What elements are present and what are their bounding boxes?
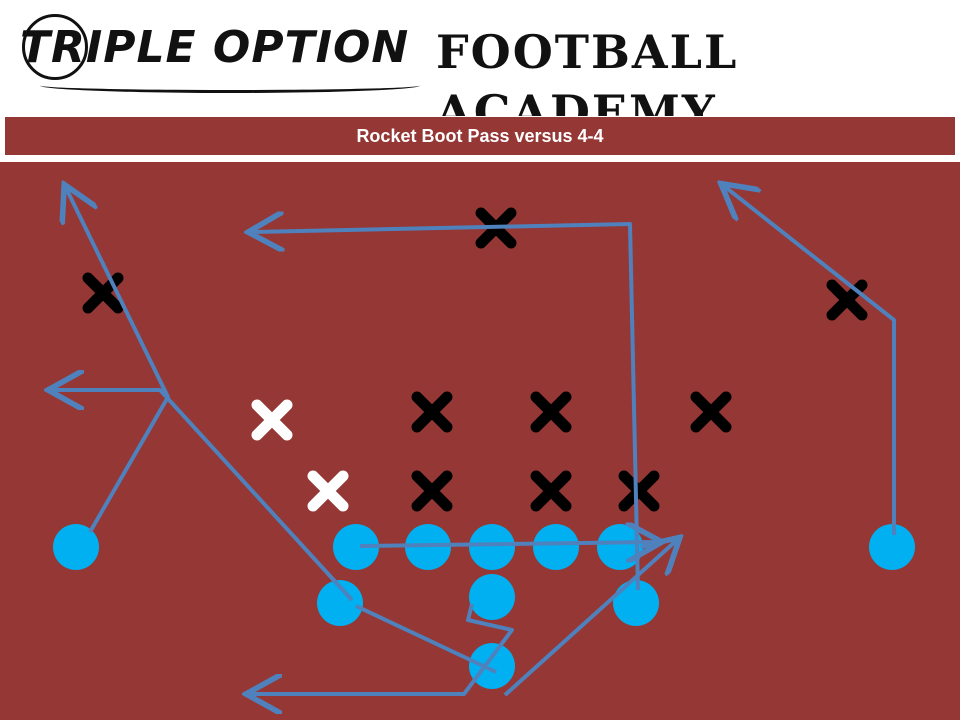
- player-right-guard: [533, 524, 579, 570]
- player-center: [469, 524, 515, 570]
- route-line-slide: [359, 542, 658, 546]
- route-wide-receiver-fade: [724, 186, 896, 535]
- defender-linebacker-1: [411, 391, 453, 433]
- defense: [82, 207, 868, 512]
- defender-linebacker-2: [530, 391, 572, 433]
- route-right-wing-deep-cross: [252, 224, 640, 591]
- play-field: [0, 162, 960, 720]
- routes: [52, 186, 896, 697]
- player-left-wing: [317, 580, 363, 626]
- defender-outside-backer-right: [690, 391, 732, 433]
- defender-tackle-right: [530, 470, 572, 512]
- route-left-wing-flat: [52, 390, 354, 602]
- defender-tackle-left: [411, 470, 453, 512]
- defender-outside-backer-left: [251, 399, 293, 441]
- route-quarterback-fake: [250, 603, 514, 694]
- route-left-wing-block: [355, 604, 497, 674]
- player-left-tackle: [333, 524, 379, 570]
- player-quarterback: [469, 574, 515, 620]
- defender-end-left: [307, 470, 349, 512]
- play-title-bar: Rocket Boot Pass versus 4-4: [4, 116, 956, 156]
- player-right-wing: [613, 580, 659, 626]
- route-split-end-post: [66, 188, 170, 534]
- defender-end-right: [618, 470, 660, 512]
- player-split-end: [53, 524, 99, 570]
- player-fullback: [469, 643, 515, 689]
- route-fullback-bootleg: [503, 540, 677, 697]
- logo-swoosh: [40, 78, 420, 93]
- logo-triple-option: TRIPLE OPTION: [20, 22, 410, 73]
- play-title: Rocket Boot Pass versus 4-4: [356, 125, 604, 146]
- player-wide-receiver: [869, 524, 915, 570]
